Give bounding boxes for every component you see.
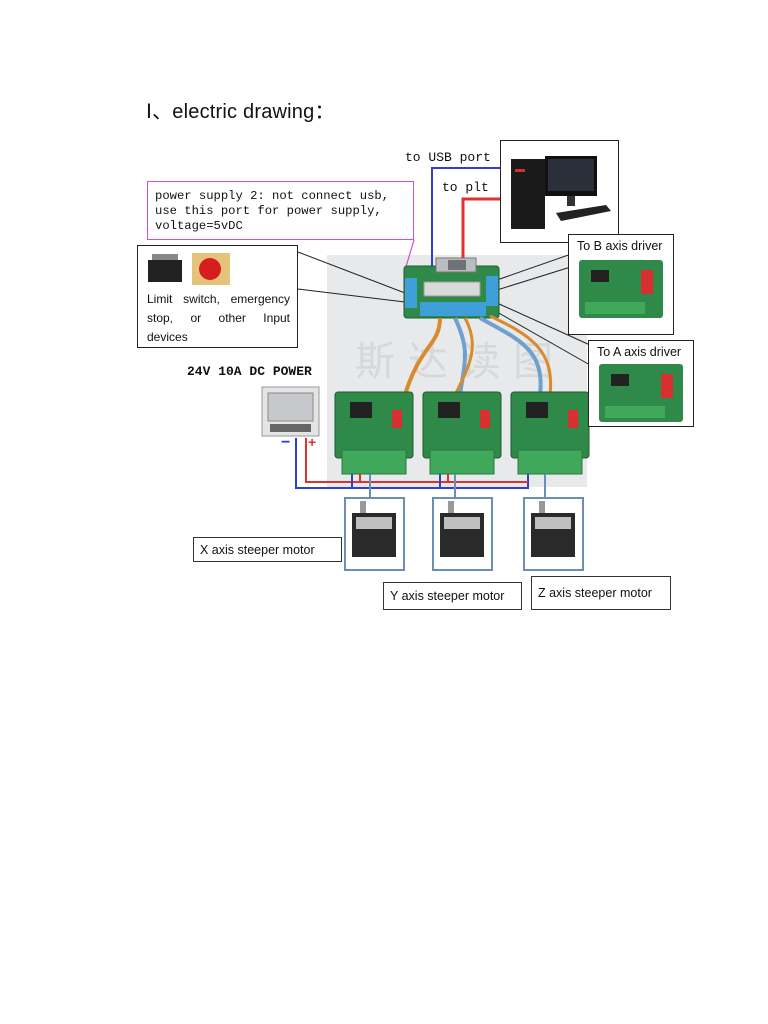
- stepper-motor-icon: [531, 501, 575, 557]
- driver-board-x: [334, 391, 414, 475]
- driver-board-y: [422, 391, 502, 475]
- driver-board-z: [510, 391, 590, 475]
- watermark: 斯 达 读 图: [355, 339, 553, 385]
- cable-y2: [453, 317, 474, 396]
- minus-sign: −: [281, 434, 291, 451]
- b-axis-driver-box: To B axis driver: [568, 234, 674, 335]
- x-motor-frame: [344, 497, 405, 571]
- page-heading: Ⅰ、electric drawing：: [146, 101, 335, 123]
- stepper-motor-icon: [352, 501, 396, 557]
- power-supply-label: 24V 10A DC POWER: [187, 364, 312, 379]
- a-pointer-2: [496, 311, 591, 366]
- emergency-stop-icon: [192, 253, 230, 285]
- y-motor-frame: [432, 497, 493, 571]
- power-supply-icon: [261, 386, 320, 437]
- plt-wire: [461, 197, 500, 258]
- b-axis-label: To B axis driver: [577, 239, 663, 253]
- driver-board-icon: [599, 364, 683, 422]
- breakout-board-icon: [403, 257, 500, 319]
- cable-z: [479, 316, 543, 396]
- a-axis-driver-box: To A axis driver: [588, 340, 694, 427]
- limit-pointer-1: [297, 251, 406, 294]
- a-pointer-1: [496, 302, 591, 346]
- cable-z2: [489, 314, 553, 396]
- note-pointer: [404, 239, 415, 271]
- b-pointer-2: [496, 264, 578, 291]
- computer-box: [500, 140, 619, 243]
- limit-switch-text: Limit switch, emergency stop, or other I…: [147, 292, 290, 344]
- z-motor-label: Z axis steeper motor: [531, 576, 671, 610]
- computer-icon: [511, 156, 611, 229]
- limit-switch-icon: [148, 254, 182, 282]
- b-pointer-1: [496, 251, 578, 281]
- stepper-motor-icon: [440, 501, 484, 557]
- a-axis-label: To A axis driver: [597, 345, 682, 359]
- limit-pointer-2: [297, 288, 406, 303]
- z-motor-frame: [523, 497, 584, 571]
- plt-label: to plt: [442, 180, 489, 195]
- power-note-box: power supply 2: not connect usb, use thi…: [147, 181, 414, 240]
- x-motor-label: X axis steeper motor: [193, 537, 342, 562]
- cable-x: [403, 317, 442, 396]
- usb-label: to USB port: [405, 150, 491, 165]
- usb-wire: [431, 167, 500, 272]
- plus-sign: +: [308, 434, 317, 450]
- limit-switch-box: Limit switch, emergency stop, or other I…: [137, 245, 298, 348]
- driver-board-icon: [579, 260, 663, 318]
- y-motor-label: Y axis steeper motor: [383, 582, 522, 610]
- cable-y: [453, 317, 467, 396]
